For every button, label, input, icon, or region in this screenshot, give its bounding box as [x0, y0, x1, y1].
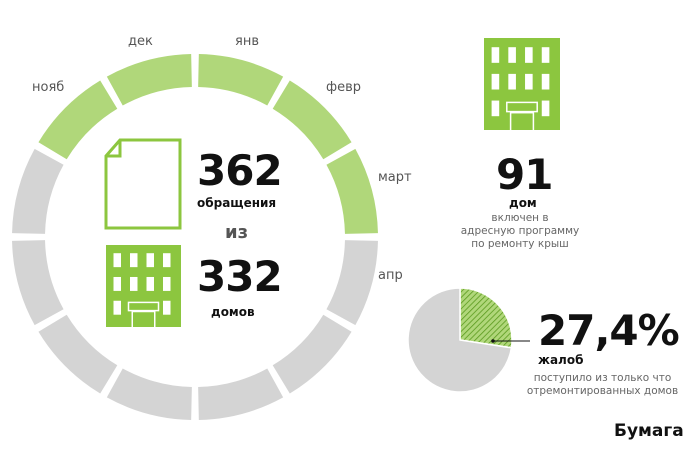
- document-fold-icon: [106, 140, 122, 158]
- desc-line: включен в: [491, 212, 549, 224]
- ring-segment-10: [38, 80, 118, 160]
- appeals-label: обращения: [197, 196, 277, 210]
- building-window: [525, 73, 533, 90]
- building-window: [113, 253, 121, 268]
- pie-slice-0: [459, 287, 513, 349]
- ring-segment-4: [272, 314, 352, 394]
- month-label-mar: март: [378, 170, 412, 185]
- month-label-dec: дек: [128, 34, 153, 49]
- desc-line: поступило из только что: [533, 372, 672, 384]
- ring-segment-6: [106, 368, 192, 420]
- building-window: [525, 47, 533, 63]
- building-door-inner: [511, 113, 533, 130]
- ring-segment-1: [272, 80, 352, 160]
- ring-segment-8: [12, 240, 64, 326]
- ring-segment-3: [326, 240, 378, 326]
- roof-houses-desc: включен в адресную программу по ремонту …: [440, 212, 600, 251]
- building-door-inner: [133, 312, 154, 327]
- document-icon: [104, 138, 182, 230]
- desc-line: отремонтированных домов: [526, 385, 679, 397]
- building-window: [163, 276, 171, 291]
- building-window: [491, 73, 500, 90]
- appeals-count: 362: [197, 146, 283, 195]
- pie-desc: поступило из только что отремонтированны…: [520, 372, 685, 398]
- building-window: [541, 47, 550, 63]
- building-window: [508, 47, 516, 63]
- building-window: [130, 276, 138, 291]
- building-window: [491, 47, 500, 63]
- pie-percent: 27,4%: [538, 306, 680, 355]
- building-window: [491, 100, 500, 117]
- building-window: [113, 276, 121, 291]
- month-label-apr: апр: [378, 268, 403, 283]
- building-window: [541, 73, 550, 90]
- desc-line: по ремонту крыш: [471, 238, 569, 250]
- roof-houses-label: дом: [509, 196, 537, 210]
- ring-segment-7: [38, 314, 118, 394]
- building-window: [146, 276, 154, 291]
- brand-logo: Бумага: [614, 421, 684, 441]
- month-label-feb: февр: [326, 80, 362, 95]
- houses-label: домов: [211, 305, 255, 319]
- pie-leader-dot: [491, 339, 495, 343]
- building-window: [508, 73, 516, 90]
- desc-line: адресную программу: [460, 225, 580, 237]
- ring-segment-11: [106, 54, 192, 106]
- month-label-nov: нояб: [32, 80, 65, 95]
- building-window: [163, 253, 171, 268]
- ring-segment-2: [326, 148, 378, 234]
- pie-slice-1: [407, 287, 513, 393]
- pie-label: жалоб: [538, 353, 584, 367]
- roof-houses-count: 91: [496, 150, 553, 199]
- building-window: [113, 300, 121, 315]
- connector-text: из: [225, 222, 249, 243]
- ring-segment-0: [198, 54, 284, 106]
- ring-segment-9: [12, 148, 64, 234]
- building-window: [163, 300, 171, 315]
- building-window: [130, 253, 138, 268]
- building-window: [146, 253, 154, 268]
- building-window: [541, 100, 550, 117]
- houses-count: 332: [197, 252, 283, 301]
- ring-segment-5: [198, 368, 284, 420]
- month-label-jan: янв: [235, 34, 259, 49]
